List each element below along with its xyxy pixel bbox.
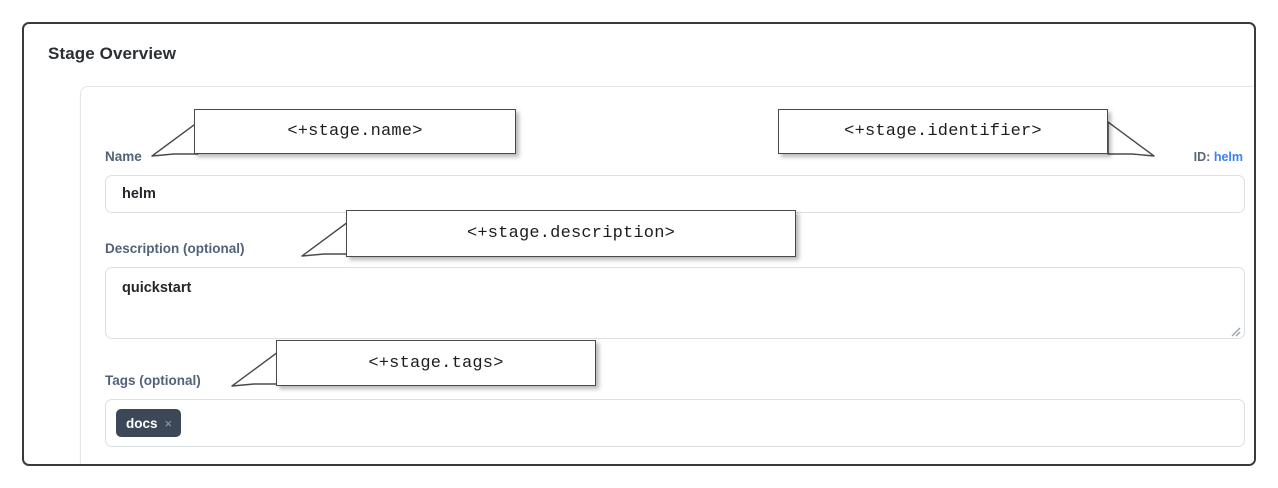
callout-tail-name xyxy=(151,121,199,157)
tags-field-label: Tags (optional) xyxy=(105,373,201,388)
callout-stage-description: <+stage.description> xyxy=(346,210,796,257)
tag-chip-label: docs xyxy=(126,415,158,431)
stage-identifier-badge: ID: helm xyxy=(1194,150,1243,164)
identifier-label: ID: xyxy=(1193,150,1211,164)
page-title: Stage Overview xyxy=(48,44,177,63)
callout-stage-tags: <+stage.tags> xyxy=(276,340,596,386)
screenshot-frame: Stage Overview Name ID: helm Description… xyxy=(22,22,1256,466)
name-input[interactable] xyxy=(105,175,1245,213)
description-field-label: Description (optional) xyxy=(105,241,245,256)
callout-tail-identifier xyxy=(1107,121,1155,157)
identifier-value-link[interactable]: helm xyxy=(1213,150,1243,164)
tag-chip-remove-icon[interactable]: × xyxy=(164,415,173,431)
callout-stage-identifier: <+stage.identifier> xyxy=(778,109,1108,154)
tags-input[interactable]: docs × xyxy=(105,399,1245,447)
name-field-label: Name xyxy=(105,149,142,164)
description-textarea[interactable] xyxy=(105,267,1245,339)
callout-stage-name: <+stage.name> xyxy=(194,109,516,154)
tag-chip[interactable]: docs × xyxy=(116,409,182,437)
